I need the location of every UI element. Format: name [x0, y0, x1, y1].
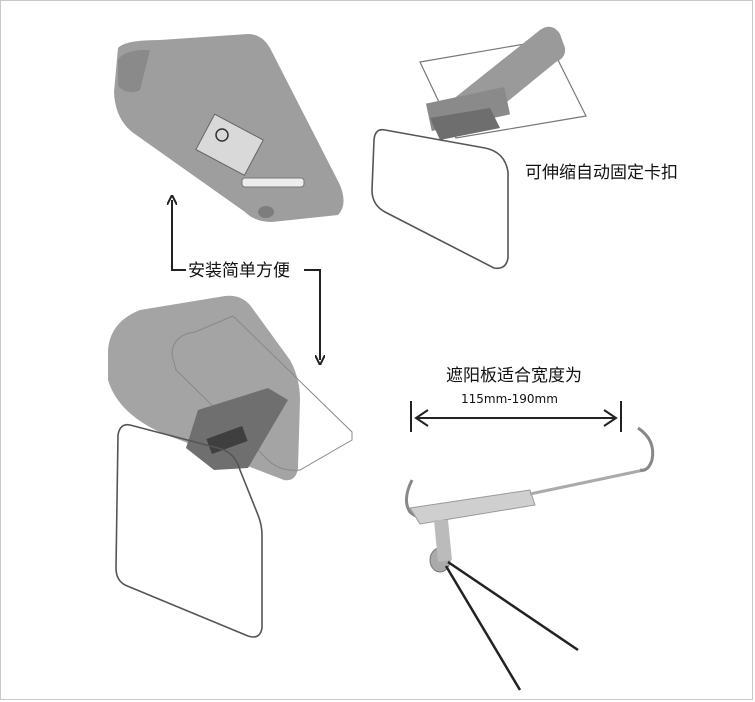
extended-clip [405, 426, 655, 691]
install-arrows [172, 200, 320, 360]
clip-feature-label: 可伸缩自动固定卡扣 [525, 163, 678, 183]
clip-visor-top [371, 26, 587, 270]
sun-visor-bottom [108, 295, 353, 638]
width-range-label: 115mm-190mm [461, 392, 558, 406]
sun-visor-top [114, 34, 344, 222]
fit-width-label: 遮阳板适合宽度为 [446, 366, 582, 386]
width-range-arrow [410, 401, 622, 432]
install-label: 安装简单方便 [186, 261, 292, 281]
